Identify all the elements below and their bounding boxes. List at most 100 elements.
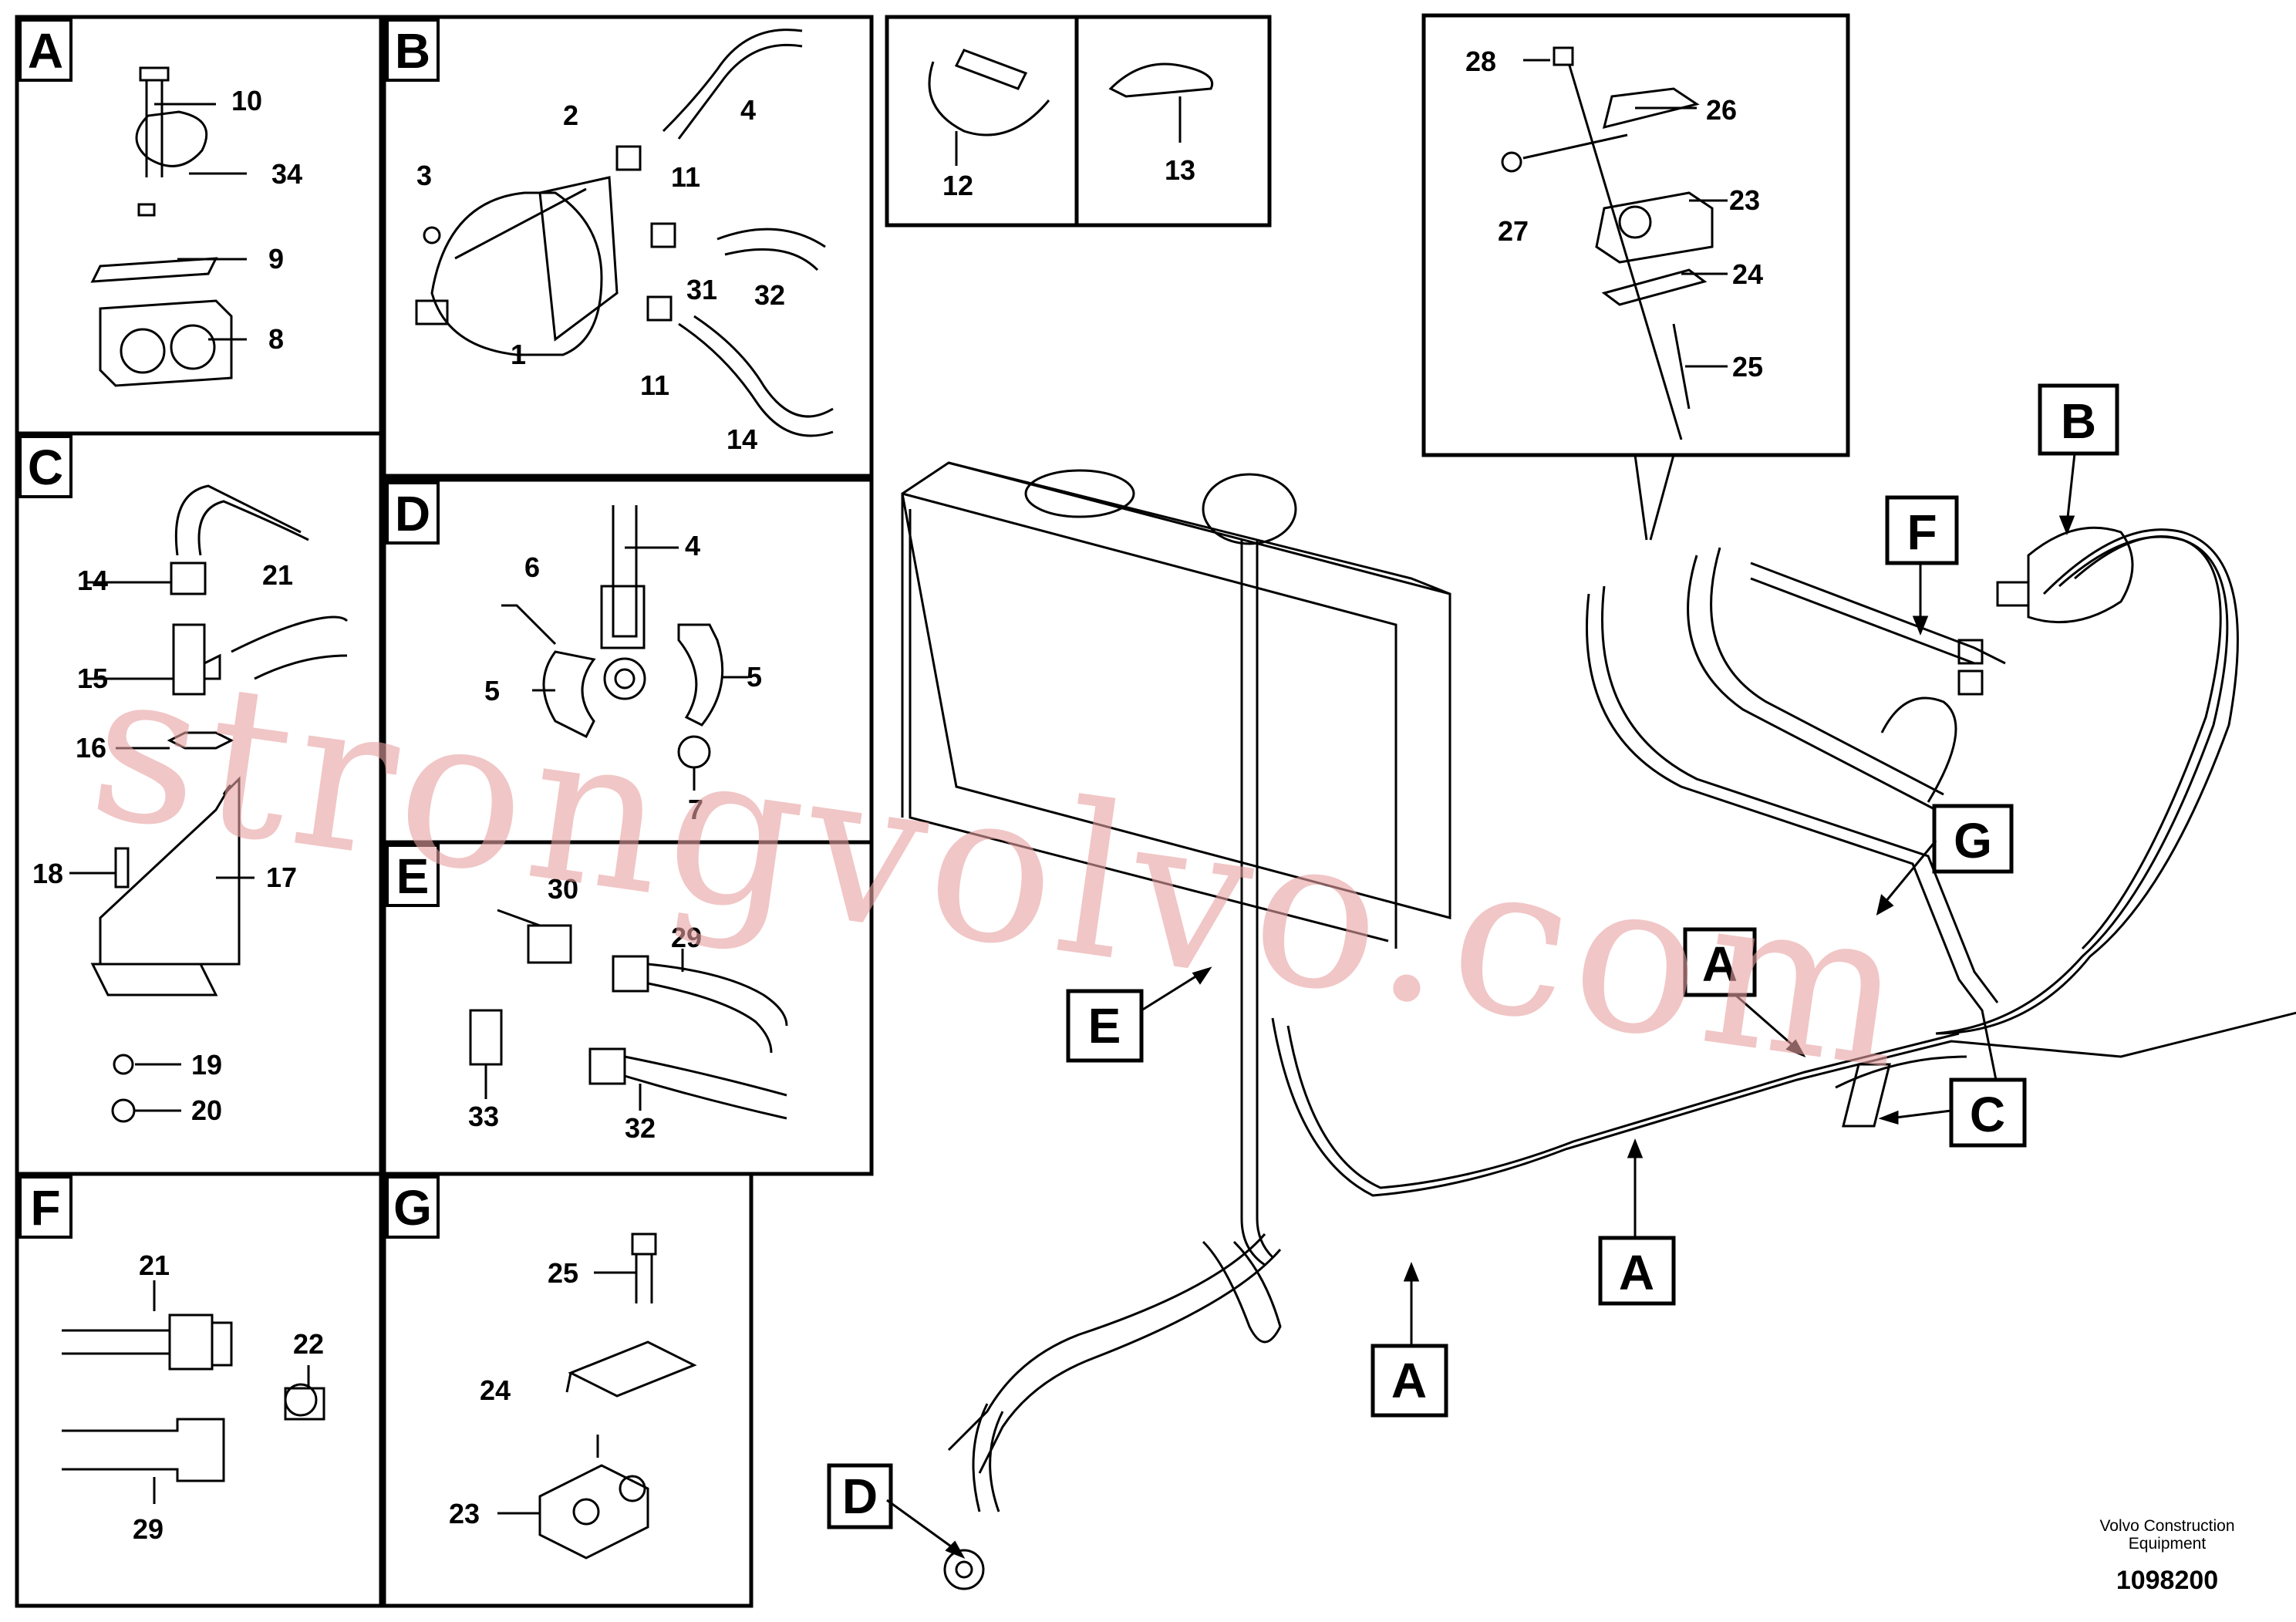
company-line2: Equipment — [2129, 1535, 2207, 1553]
callout-d-5-right: 5 — [747, 661, 762, 693]
marker-a2-box — [1598, 1236, 1676, 1306]
panel-clip-parts — [928, 49, 1213, 166]
callout-b-11-top: 11 — [671, 161, 700, 193]
hydraulic-tank — [901, 461, 1451, 919]
panel-c-letter-box — [19, 435, 72, 498]
callout-c-20: 20 — [191, 1094, 222, 1126]
company-line1: Volvo Construction — [2099, 1517, 2234, 1535]
panel-clamp-parts — [1501, 46, 1728, 440]
callout-12: 12 — [942, 170, 973, 201]
callout-28: 28 — [1465, 46, 1496, 77]
callout-a-9: 9 — [268, 243, 284, 275]
callout-b-1: 1 — [511, 339, 526, 370]
callout-d-4: 4 — [685, 530, 700, 561]
callout-g-25: 25 — [548, 1257, 578, 1289]
panel-b-parts — [415, 29, 834, 437]
panel-tie-frame — [1074, 15, 1272, 228]
filler-cap — [1202, 473, 1297, 545]
callout-25-top: 25 — [1732, 351, 1763, 383]
panel-f-parts — [62, 1280, 325, 1504]
panel-g-letter-box — [386, 1175, 440, 1239]
panel-e-parts — [469, 909, 788, 1120]
callout-d-5-left: 5 — [484, 675, 500, 706]
marker-b-box — [2038, 383, 2119, 456]
callout-23-top: 23 — [1729, 184, 1760, 216]
watermark-text: strongvolvo.com — [79, 622, 1925, 1117]
marker-c-box — [1949, 1077, 2027, 1148]
callout-b-11-bottom: 11 — [640, 369, 669, 401]
marker-a3-box — [1371, 1344, 1448, 1418]
callout-e-29: 29 — [671, 922, 702, 953]
panel-d-letter: D — [395, 486, 430, 541]
panel-c-letter: C — [28, 440, 63, 495]
callout-e-32: 32 — [625, 1112, 656, 1144]
callout-a-8: 8 — [268, 323, 284, 355]
callout-b-14: 14 — [727, 423, 757, 455]
callout-f-22: 22 — [293, 1328, 324, 1360]
panel-b-letter-box — [386, 19, 440, 82]
callout-26: 26 — [1706, 94, 1737, 126]
callout-f-29: 29 — [133, 1513, 164, 1545]
marker-d-label: D — [842, 1469, 878, 1524]
callout-b-2: 2 — [563, 99, 578, 131]
callout-c-19: 19 — [191, 1049, 222, 1081]
marker-e-box — [1066, 989, 1144, 1063]
callout-a-34: 34 — [271, 158, 302, 190]
callout-24-top: 24 — [1732, 258, 1763, 290]
marker-b-label: B — [2061, 393, 2096, 449]
marker-c-label: C — [1970, 1087, 2005, 1142]
panel-e-letter-box — [386, 844, 440, 907]
callout-27: 27 — [1498, 215, 1529, 247]
marker-a3-label: A — [1391, 1353, 1427, 1408]
panel-clip-frame — [885, 15, 1079, 228]
marker-a1-box — [1683, 927, 1757, 997]
panel-a-letter: A — [28, 23, 63, 79]
marker-d-box — [827, 1463, 893, 1529]
callout-b-4: 4 — [740, 94, 756, 126]
callout-c-15: 15 — [77, 663, 108, 694]
callout-b-32: 32 — [754, 279, 785, 311]
panel-g-letter: G — [393, 1180, 432, 1236]
panel-a-letter-box — [19, 19, 72, 82]
panel-b-frame — [382, 15, 874, 478]
panel-clamp-frame — [1421, 13, 1850, 457]
panel-d-parts — [501, 505, 748, 791]
marker-a2-label: A — [1619, 1245, 1654, 1300]
callout-13: 13 — [1165, 154, 1195, 186]
panel-c-parts — [69, 484, 349, 1123]
panel-g-frame — [382, 1172, 754, 1608]
callout-c-16: 16 — [76, 732, 106, 764]
callout-f-21: 21 — [139, 1249, 170, 1281]
callout-c-17: 17 — [266, 862, 297, 893]
callout-d-7: 7 — [688, 794, 703, 825]
panel-d-letter-box — [386, 481, 440, 545]
marker-a1-label: A — [1702, 936, 1738, 992]
callout-c-21: 21 — [262, 559, 293, 591]
marker-g-box — [1932, 804, 2014, 874]
panel-g-parts — [497, 1233, 697, 1560]
panel-e-letter: E — [396, 848, 430, 904]
callout-b-31: 31 — [686, 274, 717, 305]
drawing-number: 1098200 — [2116, 1566, 2218, 1595]
marker-f-box — [1885, 495, 1959, 565]
marker-e-label: E — [1088, 998, 1121, 1054]
callout-e-33: 33 — [468, 1101, 499, 1132]
callout-g-23: 23 — [449, 1498, 480, 1529]
callout-b-3: 3 — [416, 160, 432, 191]
panel-f-letter: F — [30, 1180, 60, 1236]
marker-g-label: G — [1954, 813, 1992, 868]
callout-a-10: 10 — [231, 85, 262, 116]
panel-a-parts — [90, 66, 247, 387]
main-assembly — [901, 461, 2296, 1590]
callout-e-30: 30 — [548, 873, 578, 905]
callout-d-6: 6 — [524, 551, 540, 583]
callout-c-14: 14 — [77, 565, 108, 596]
callout-g-24: 24 — [480, 1374, 511, 1406]
marker-f-label: F — [1907, 504, 1937, 560]
d-flange — [943, 1549, 985, 1590]
panel-f-frame — [15, 1172, 383, 1608]
steering-valve — [2027, 526, 2134, 624]
callout-c-18: 18 — [32, 858, 63, 889]
